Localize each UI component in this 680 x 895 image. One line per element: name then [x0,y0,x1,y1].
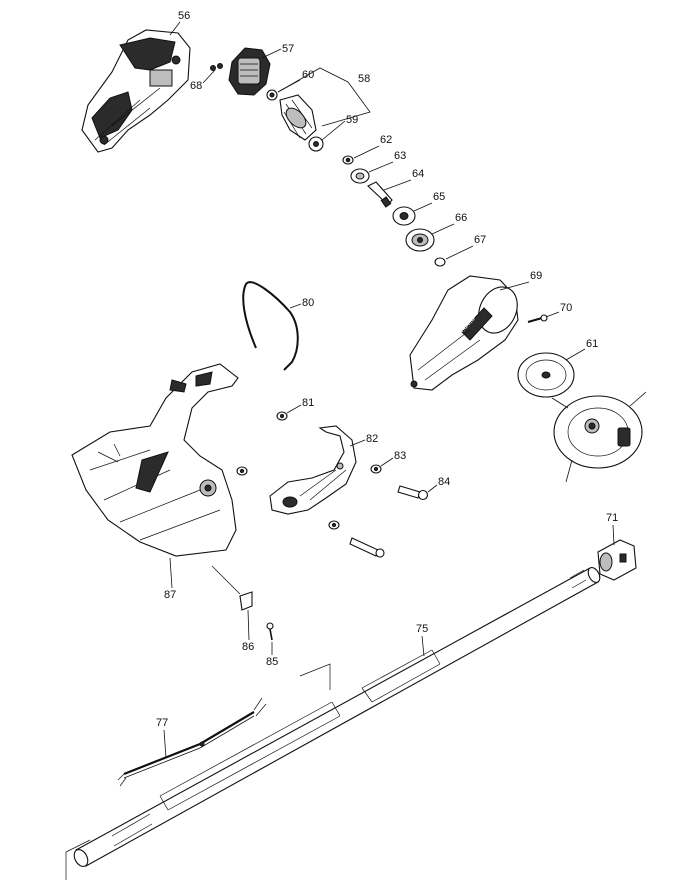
leader-60 [277,79,301,93]
leader-87 [169,557,173,589]
callout-81: 81 [302,397,314,409]
leader-80 [289,303,302,309]
callout-87: 87 [164,589,176,601]
leader-84 [427,484,438,493]
part-63-gear [350,168,370,184]
callout-63: 63 [394,150,406,162]
leader-57 [261,48,282,59]
callout-65: 65 [433,191,445,203]
part-62-washer [342,155,354,165]
leader-70 [545,311,560,318]
leader-59 [321,120,346,141]
callout-83: 83 [394,450,406,462]
part-80-guard-bail [242,281,299,371]
part-86-line-cutter [239,591,253,611]
callout-61: 61 [586,338,598,350]
part-58-armature [279,94,317,141]
callout-85: 85 [266,656,278,668]
callout-67: 67 [474,234,486,246]
leader-75 [421,635,425,657]
callout-77: 77 [156,717,168,729]
part-75-shaft [73,567,601,867]
callout-62: 62 [380,134,392,146]
callout-64: 64 [412,168,424,180]
leader-66 [431,223,455,235]
callout-70: 70 [560,302,572,314]
part-66-bearing-holder [405,228,435,252]
part-56-motor-housing [81,29,191,153]
callout-71: 71 [606,512,618,524]
part-65-bearing [392,206,416,226]
part-59-bearing [308,136,324,152]
callout-68: 68 [190,80,202,92]
assembly-line-86 [211,565,241,595]
part-60-bearing [266,89,278,101]
part-87-guard [71,363,239,557]
part-57-stator [228,47,271,96]
bolt-guard-lower [349,537,385,558]
part-85-screw [266,622,274,641]
part-83-washer [370,464,382,474]
leader-65 [413,202,433,212]
part-64-spindle [367,181,393,208]
frame-corner-top [299,663,331,690]
callout-84: 84 [438,476,450,488]
part-70-screw [527,314,548,323]
leader-63 [368,161,394,173]
leader-82 [349,439,366,447]
part-69-gear-housing: makita [409,275,519,391]
leader-71 [612,524,615,546]
washer-guard-lower [328,520,340,530]
leader-77 [163,729,167,759]
leader-58-bracket [277,67,371,127]
callout-59: 59 [346,114,358,126]
leader-67 [445,245,474,260]
leader-61 [565,348,586,361]
callout-82: 82 [366,433,378,445]
callout-57: 57 [282,43,294,55]
washer-guard-upper [236,466,248,476]
callout-56: 56 [178,10,190,22]
part-61-disc [517,352,575,398]
part-81-washer [276,411,288,421]
part-67-o-ring [434,257,446,267]
callout-75: 75 [416,623,428,635]
part-82-clamp [269,425,357,515]
callout-66: 66 [455,212,467,224]
leader-68 [202,69,216,84]
leader-83 [380,457,394,467]
callout-80: 80 [302,297,314,309]
leader-56 [169,21,181,36]
part-71-coupling [597,539,637,581]
leader-86 [247,609,250,641]
part-77-wire-harness [117,697,267,787]
callout-58: 58 [358,73,370,85]
leader-64 [383,179,412,191]
callout-86: 86 [242,641,254,653]
trimmer-head [551,391,647,483]
part-68-screw [210,63,223,71]
part-84-bolt [397,485,429,501]
frame-corner-bottom [65,839,91,880]
leader-62 [353,145,380,159]
callout-69: 69 [530,270,542,282]
leader-81 [286,404,302,414]
leader-69 [499,281,530,291]
